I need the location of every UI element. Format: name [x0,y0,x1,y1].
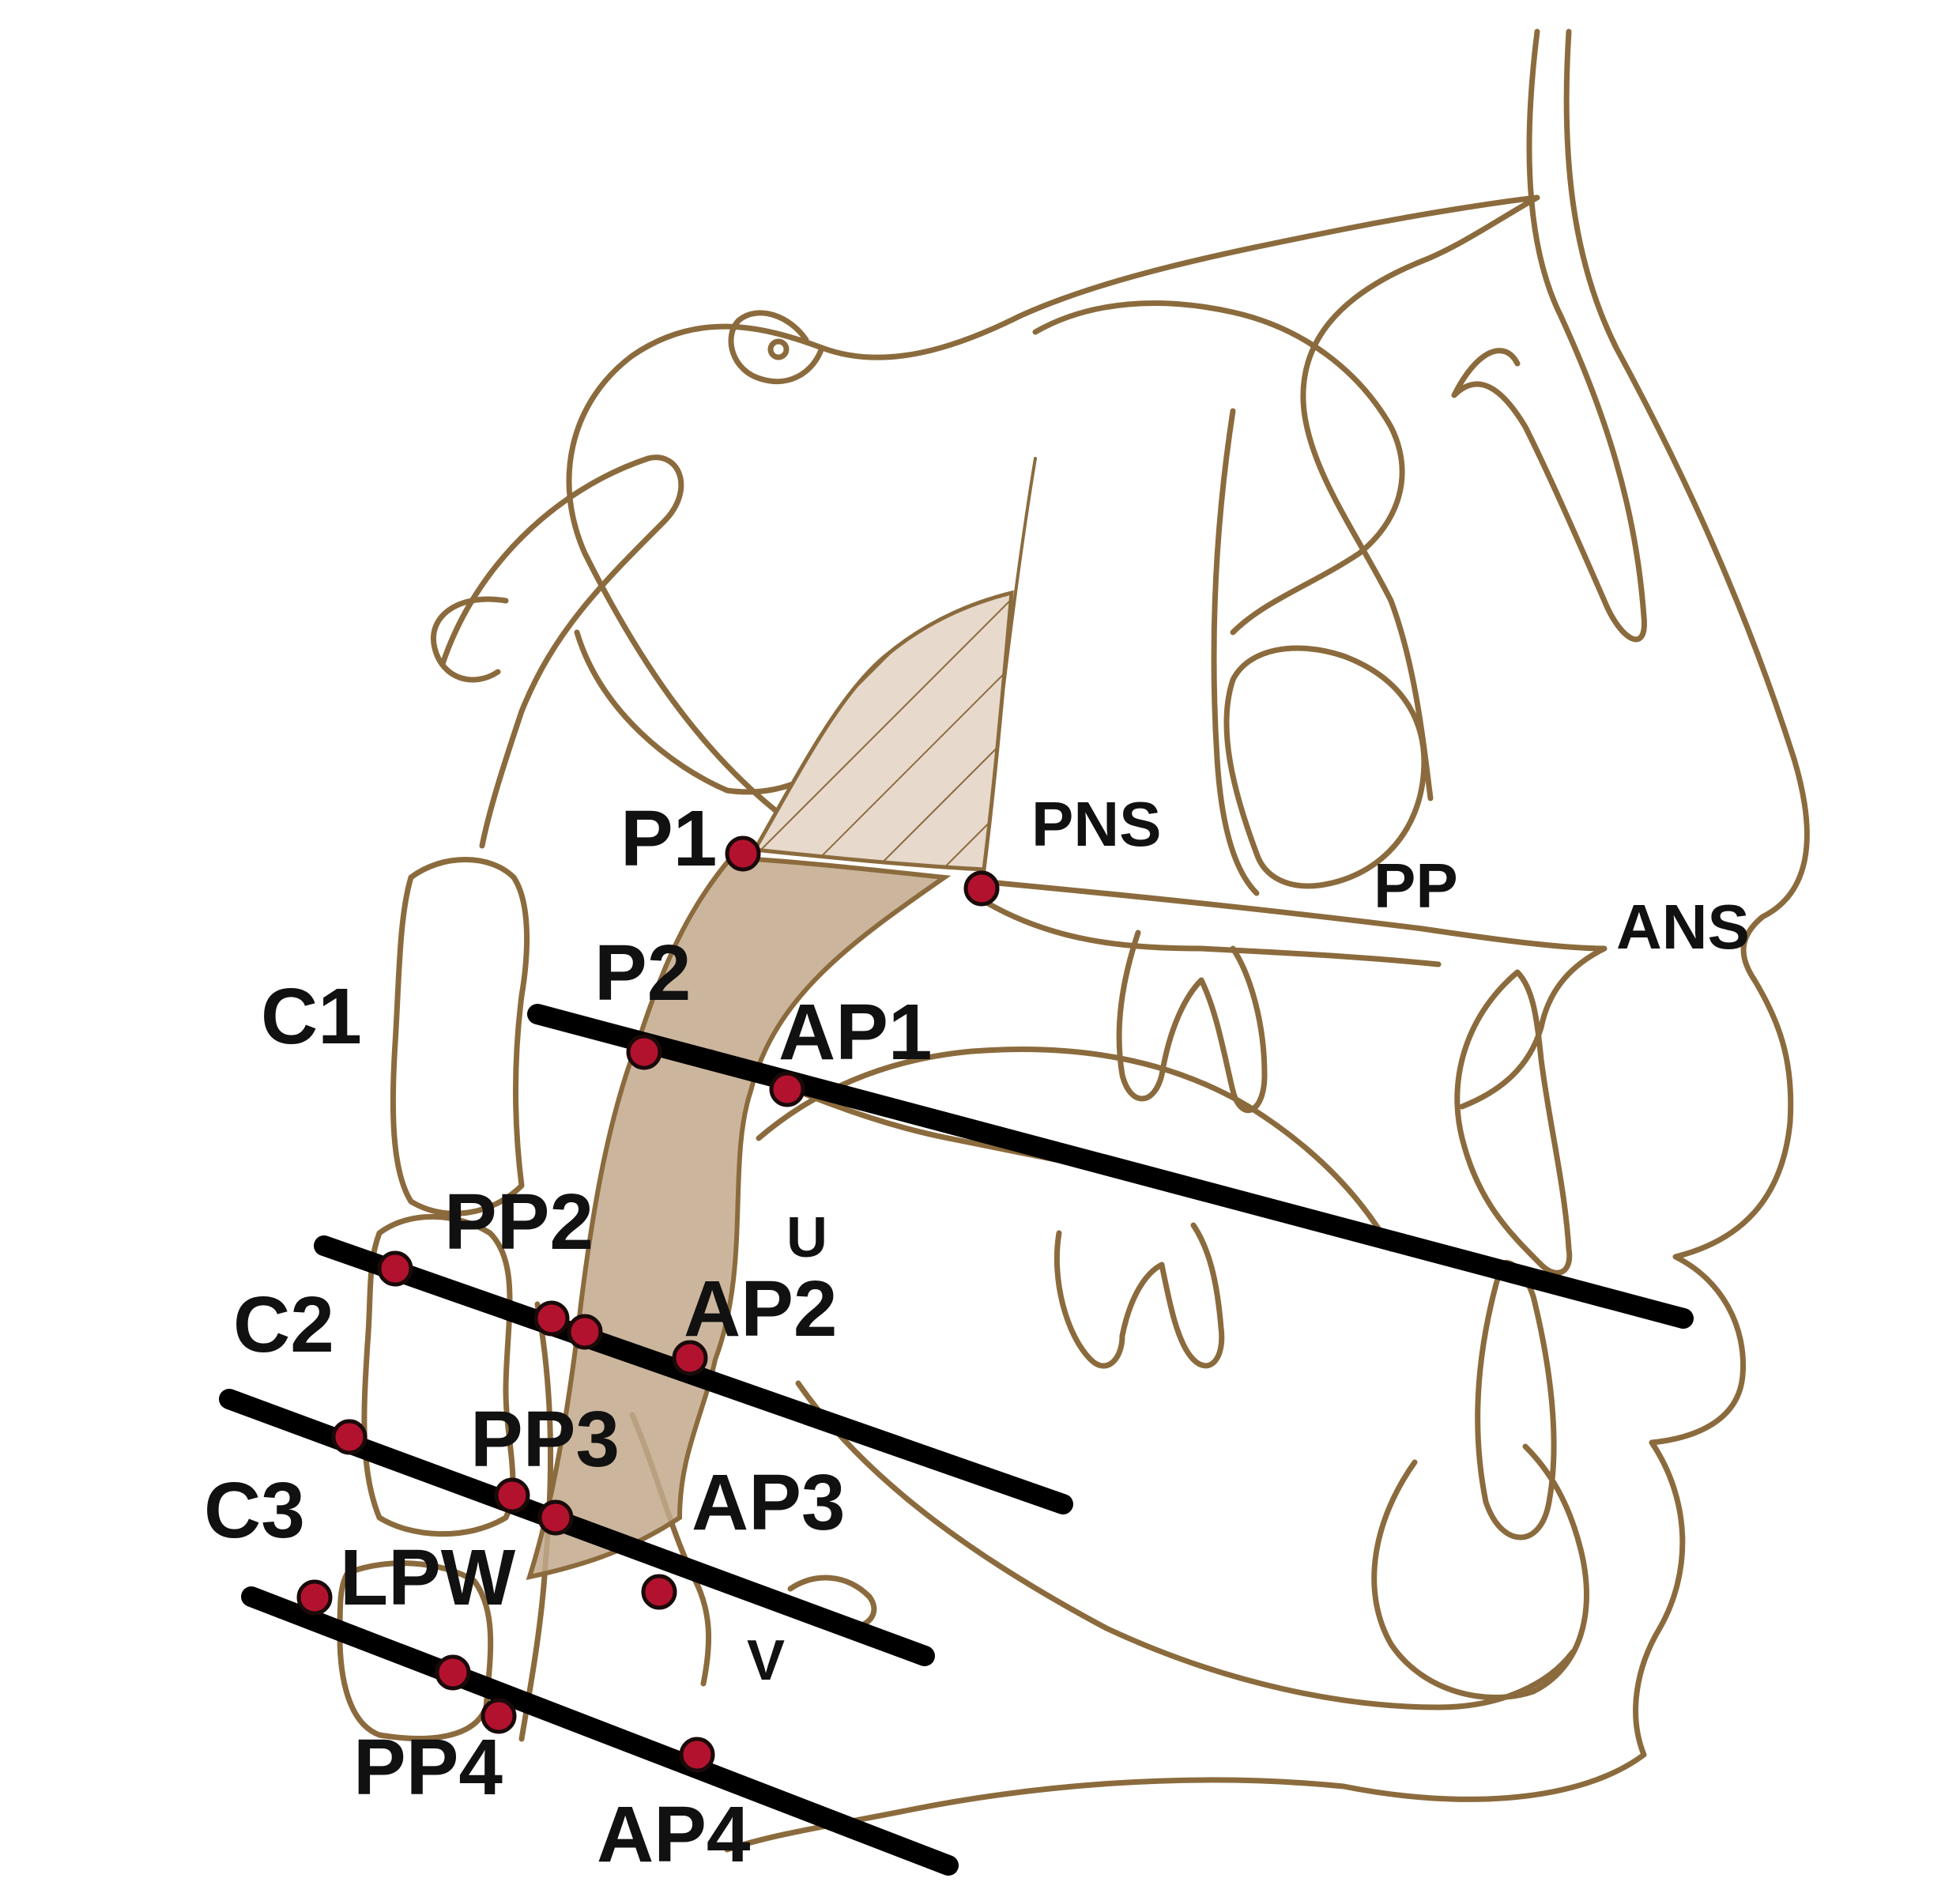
label-pp: PP [1374,850,1458,921]
label-pp4: PP4 [353,1723,503,1812]
tongue-dorsum [756,1047,1394,1252]
label-lpw: LPW [340,1533,516,1622]
label-c2: C2 [233,1280,334,1369]
label-p1: P1 [620,794,717,883]
point-ap1 [769,1071,805,1107]
vertebra-c1 [390,857,530,1216]
point-pp3-a [494,1477,530,1514]
label-v: V [747,1629,785,1692]
label-c1: C1 [261,972,362,1061]
label-ans: ANS [1616,892,1750,962]
palatal-plane-outline [977,878,1608,1110]
point-pp2-wall [377,1250,413,1287]
label-p2: P2 [594,929,691,1017]
lower-molar [1054,1222,1225,1369]
orbit-outline [1032,300,1405,636]
point-pp2-a [533,1300,570,1337]
point-ap3 [641,1574,677,1610]
skull-tracing [337,28,1810,1853]
lower-incisor [1475,1260,1557,1541]
reference-line-1 [527,1004,1694,1329]
label-c3: C3 [204,1466,305,1555]
label-ap2: AP2 [684,1265,838,1353]
sella-center [767,338,790,360]
mastoid-process [439,454,684,849]
landmark-labels: P1 PNS PP ANS P2 C1 AP1 U PP2 C2 AP2 PP3… [204,789,1750,1879]
nasal-bone [1451,28,1647,643]
upper-molar [1116,930,1268,1114]
point-lpw [296,1579,333,1616]
point-ap4 [679,1737,715,1773]
point-pns [963,870,1000,907]
symphysis [1371,1443,1589,1700]
occipital-outline [431,596,509,683]
label-pp2: PP2 [444,1178,594,1266]
label-pp3: PP3 [470,1395,620,1484]
point-pp3-wall [331,1419,368,1455]
hard-palate-lower [981,898,1442,967]
adenoid-hatched-area [751,590,1014,872]
maxillary-sinus [1223,645,1427,889]
point-ap2 [672,1340,708,1376]
airway-shaded-area [526,854,952,1581]
sella-turcica [728,310,825,385]
upper-incisor [1454,969,1573,1276]
label-pns: PNS [1031,789,1162,859]
point-p1 [725,835,761,872]
point-p2 [626,1034,662,1070]
point-pp4-a [435,1654,471,1691]
label-ap3: AP3 [692,1458,846,1547]
label-ap1: AP1 [778,988,933,1077]
landmark-points [296,835,1000,1773]
label-ap4: AP4 [597,1790,751,1879]
point-pp2-b [567,1314,603,1350]
key-ridge [1211,408,1260,896]
anterior-cranial-base [566,194,1540,825]
soft-tissue-profile [724,28,1810,1853]
point-pp3-b [537,1499,574,1536]
frontal-maxilla [1300,258,1434,801]
label-u: U [786,1206,827,1269]
point-pp4-b [481,1698,517,1734]
reference-line-4 [241,1586,959,1876]
vertebra-c2 [361,1213,516,1537]
